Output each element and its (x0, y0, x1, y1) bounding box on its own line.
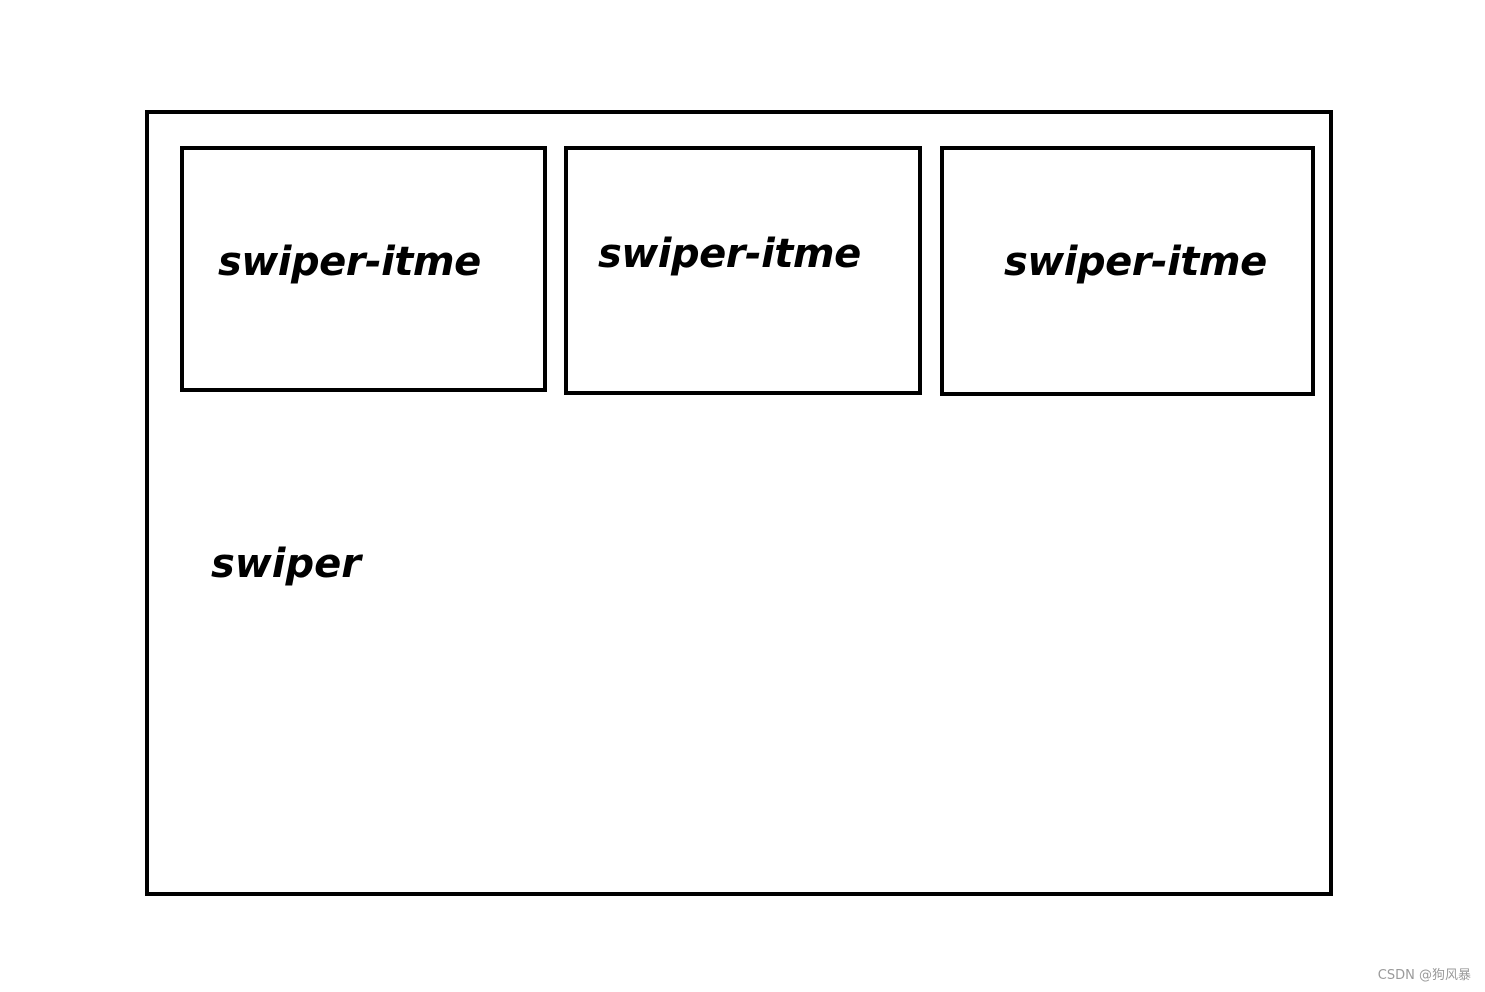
swiper-item-box-3: swiper-itme (940, 146, 1315, 396)
swiper-item-box-1: swiper-itme (180, 146, 547, 392)
swiper-container-box: swiper-itme swiper-itme swiper-itme swip… (145, 110, 1333, 896)
swiper-item-label-1: swiper-itme (218, 239, 481, 285)
swiper-label: swiper (211, 541, 361, 587)
swiper-item-label-3: swiper-itme (1004, 239, 1267, 285)
swiper-item-label-2: swiper-itme (598, 231, 861, 277)
watermark-text: CSDN @狗风暴 (1377, 968, 1471, 983)
swiper-item-box-2: swiper-itme (564, 146, 922, 395)
